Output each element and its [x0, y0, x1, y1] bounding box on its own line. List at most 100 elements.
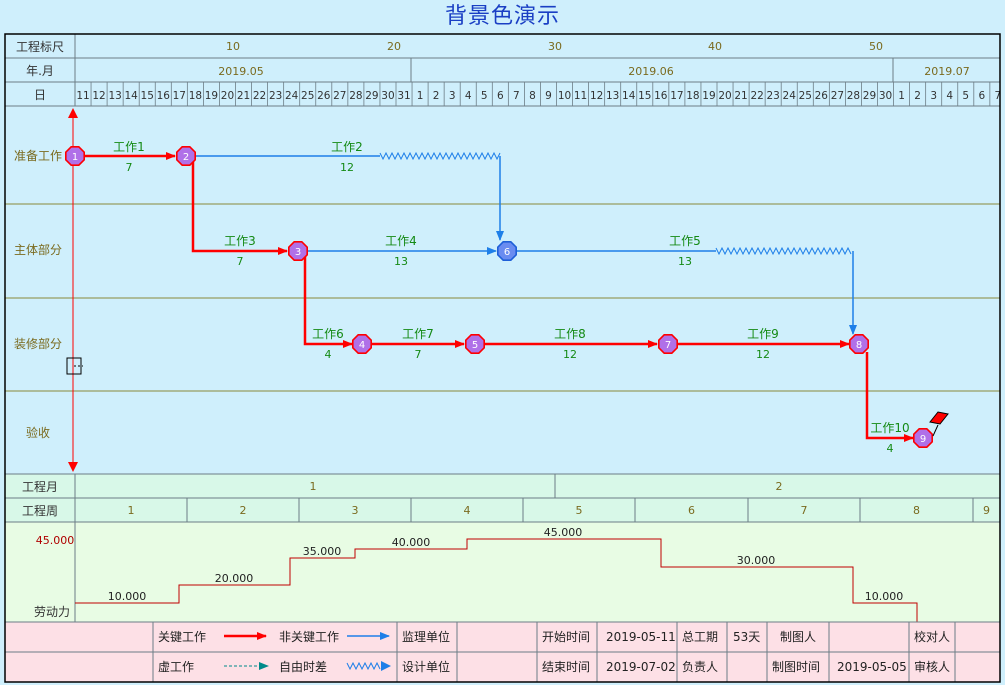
- node-number: 8: [856, 340, 862, 351]
- event-node-5[interactable]: 5: [464, 333, 486, 355]
- day-cell: 5: [962, 90, 969, 102]
- task-duration-1: 7: [126, 161, 133, 174]
- event-node-4[interactable]: 4: [351, 333, 373, 355]
- chart-frame: [4, 33, 1001, 683]
- task-name-9: 工作9: [747, 327, 779, 341]
- free-float-wave-5: [715, 246, 852, 256]
- ruler-tick: 30: [548, 40, 562, 53]
- draw-time-label: 制图时间: [772, 660, 820, 674]
- supervisor-label: 监理单位: [402, 629, 450, 644]
- task-name-8: 工作8: [554, 327, 586, 341]
- day-cell: 10: [558, 90, 571, 102]
- day-cell: 4: [465, 90, 472, 102]
- labor-value-2: 20.000: [215, 572, 254, 585]
- event-node-1[interactable]: 1: [65, 146, 85, 166]
- task-name-1: 工作1: [113, 140, 145, 154]
- ruler-tick: 40: [708, 40, 722, 53]
- lane-label: 装修部分: [14, 336, 62, 351]
- task-name-7: 工作7: [402, 327, 434, 341]
- day-cell: 31: [397, 90, 410, 102]
- day-cell: 16: [157, 90, 171, 102]
- ruler-tick: 50: [869, 40, 883, 53]
- labor-value-6: 30.000: [737, 554, 776, 567]
- task-duration-10: 4: [887, 442, 894, 455]
- task-duration-5: 13: [678, 255, 692, 268]
- node-number: 1: [72, 152, 78, 163]
- day-cell: 14: [124, 90, 138, 102]
- start-time-label: 开始时间: [542, 630, 590, 644]
- day-cell: 3: [449, 90, 456, 102]
- total-duration-label: 总工期: [682, 630, 718, 644]
- week-cell: 5: [576, 504, 583, 517]
- proj-month-label: 工程月: [22, 479, 58, 494]
- day-cell: 13: [606, 90, 619, 102]
- labor-value-7: 10.000: [865, 590, 904, 603]
- day-cell: 24: [783, 90, 797, 102]
- labor-step-line: [75, 538, 918, 622]
- day-cell: 29: [365, 90, 378, 102]
- labor-value-5: 45.000: [544, 526, 583, 539]
- ruler-label: 工程标尺: [16, 39, 64, 54]
- labor-value-3: 35.000: [303, 545, 342, 558]
- day-cell: 25: [799, 90, 812, 102]
- day-cell: 20: [221, 90, 234, 102]
- day-cell: 26: [317, 90, 331, 102]
- checker-label: 校对人: [914, 629, 950, 644]
- task-arrow-6[interactable]: [303, 251, 353, 348]
- day-cell: 4: [946, 90, 953, 102]
- day-cell: 23: [766, 90, 779, 102]
- day-cell: 27: [831, 90, 844, 102]
- event-node-2[interactable]: 2: [176, 146, 196, 166]
- owner-label: 负责人: [682, 660, 718, 674]
- task-name-5: 工作5: [669, 234, 701, 248]
- day-cell: 22: [750, 90, 763, 102]
- day-cell: 5: [481, 90, 488, 102]
- node-number: 5: [472, 340, 478, 351]
- week-cell: 9: [983, 504, 990, 517]
- ruler-tick: 10: [226, 40, 240, 53]
- free-float-wave-2: [379, 151, 501, 161]
- labor-label: 劳动力: [34, 605, 70, 619]
- task-arrow-10[interactable]: [865, 352, 914, 442]
- legend-free-float-wave: [346, 661, 381, 671]
- day-cell: 2: [433, 90, 440, 102]
- task-arrow-3[interactable]: [191, 156, 288, 255]
- task-name-10: 工作10: [870, 421, 909, 435]
- proj-month-1: 1: [310, 480, 317, 493]
- day-cell: 17: [670, 90, 683, 102]
- day-cell: 25: [301, 90, 314, 102]
- event-node-9[interactable]: 9: [912, 427, 934, 449]
- legend-free-float-label: 自由时差: [279, 660, 327, 674]
- day-cell: 20: [718, 90, 731, 102]
- event-node-7[interactable]: 7: [657, 333, 679, 355]
- day-cell: 17: [173, 90, 186, 102]
- day-cell: 7: [995, 90, 1002, 102]
- task-duration-6: 4: [325, 348, 332, 361]
- month-cell: 2019.05: [218, 65, 264, 78]
- legend-table: 关键工作 非关键工作 虚工作 自由时差 监理单位 设计单位 开始时间 2019-…: [4, 621, 1001, 683]
- day-cell: 27: [333, 90, 346, 102]
- resize-handle[interactable]: [66, 357, 82, 375]
- event-node-3[interactable]: 3: [287, 241, 309, 262]
- day-cell: 28: [349, 90, 362, 102]
- start-time-value: 2019-05-11: [606, 630, 676, 644]
- week-cell: 2: [240, 504, 247, 517]
- day-label: 日: [34, 88, 46, 102]
- event-node-8[interactable]: 8: [848, 333, 870, 355]
- week-cell: 7: [801, 504, 808, 517]
- day-cell: 29: [863, 90, 876, 102]
- task-labels: 工作1 7 工作2 12 工作3 7 工作4 13 工作5 13 工作6 4 工…: [113, 140, 909, 455]
- node-number: 3: [295, 247, 301, 258]
- draw-time-value: 2019-05-05: [837, 660, 907, 674]
- day-cell: 1: [898, 90, 905, 102]
- day-cell: 3: [930, 90, 937, 102]
- event-node-6[interactable]: 6: [496, 241, 518, 262]
- task-duration-3: 7: [237, 255, 244, 268]
- month-cell: 2019.06: [628, 65, 674, 78]
- activity-arrows: [84, 151, 914, 442]
- project-month-row: 工程月 1 2: [4, 473, 1001, 499]
